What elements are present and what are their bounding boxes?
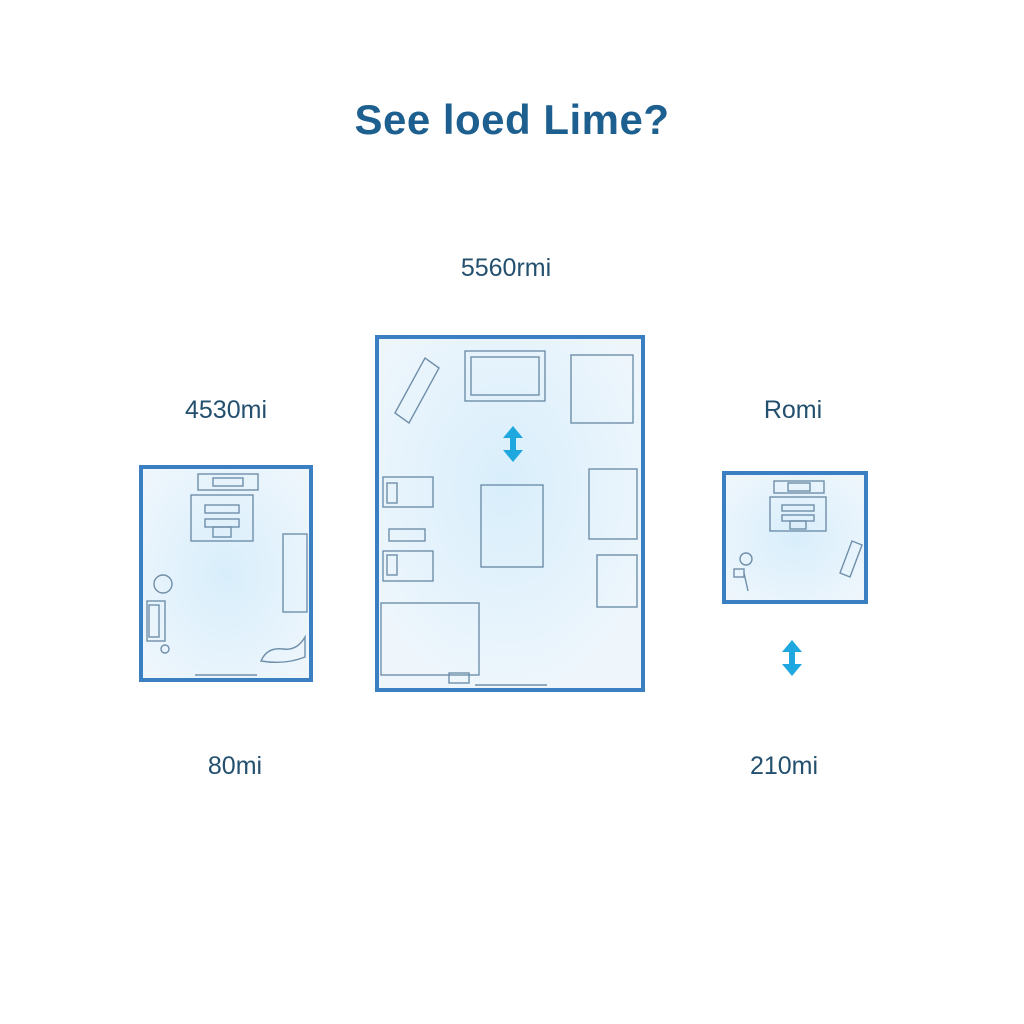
vertical-double-arrow-icon [501, 426, 525, 462]
right-room-furniture [726, 475, 864, 600]
page-title: See loed Lime? [354, 96, 670, 143]
center-room-furniture [379, 339, 641, 688]
right-room-bottom-label: 210mi [749, 752, 819, 780]
left-room-furniture [143, 469, 309, 678]
center-room-floor-plan [375, 335, 645, 692]
left-room-floor-plan [139, 465, 313, 682]
vertical-double-arrow-icon [780, 640, 804, 676]
center-room-top-label: 5560rmi [460, 254, 552, 282]
right-room-floor-plan [722, 471, 868, 604]
left-room-top-label: 4530mi [185, 396, 267, 424]
right-room-top-label: Romi [763, 396, 823, 424]
left-room-bottom-label: 80mi [207, 752, 263, 780]
